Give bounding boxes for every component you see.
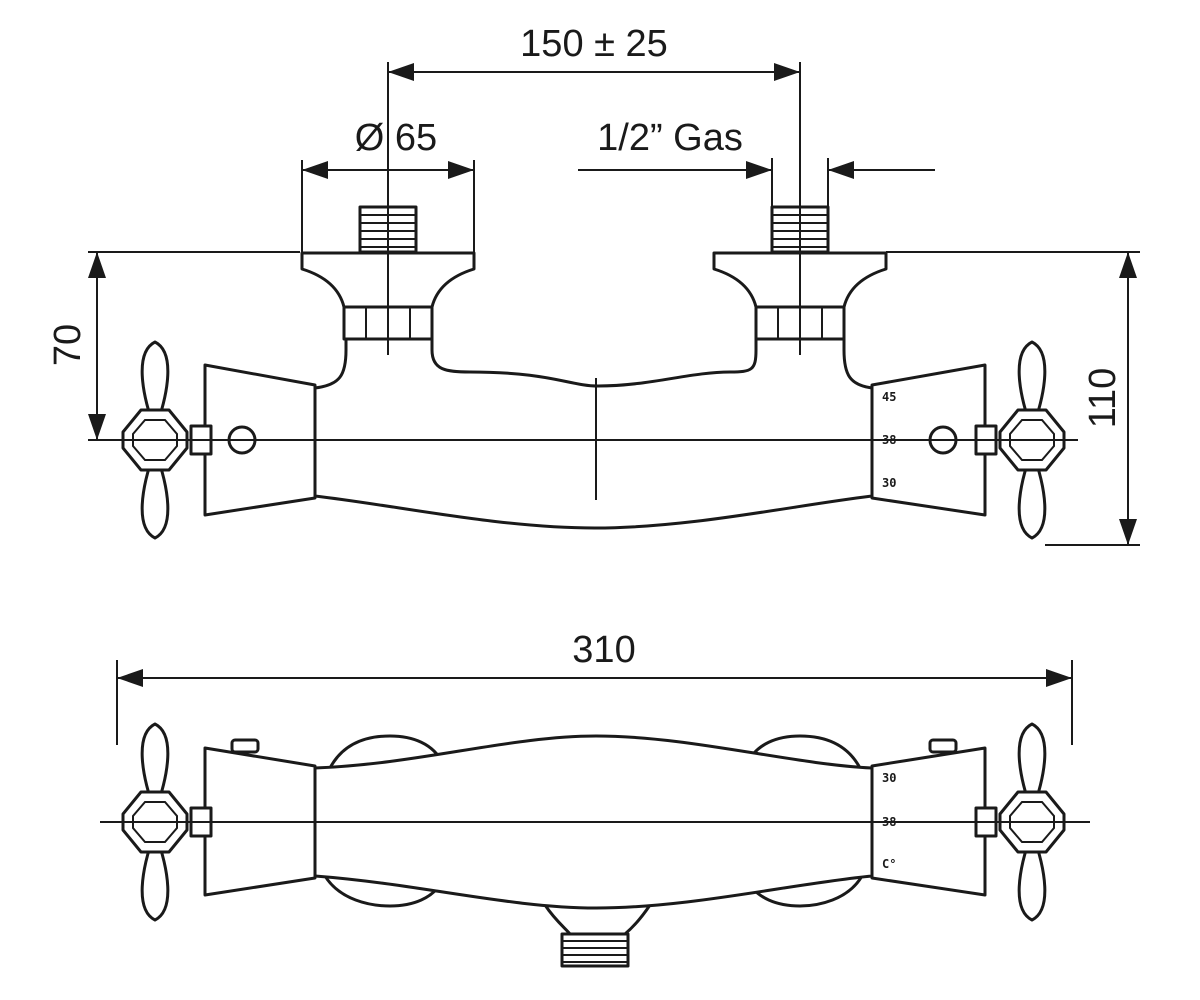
dimension-flange-diameter: Ø 65 — [301, 117, 475, 252]
inlet-spacing-label: 150 ± 25 — [520, 23, 668, 65]
scale-mark-45: 45 — [882, 390, 896, 404]
top-outlet — [543, 903, 652, 968]
front-mixer-body — [313, 337, 874, 530]
flange-diameter-label: Ø 65 — [355, 117, 437, 159]
top-cap-left — [203, 738, 317, 897]
front-center-lines — [88, 62, 1078, 500]
top-scale-mark-30: 30 — [882, 771, 896, 785]
scale-mark-30: 30 — [882, 476, 896, 490]
top-view: 30 38 C° — [100, 722, 1090, 968]
height-label: 110 — [1082, 368, 1124, 429]
dimension-thread: 1/2” Gas — [578, 117, 935, 250]
wall-to-axis-label: 70 — [47, 324, 89, 366]
thread-label: 1/2” Gas — [597, 117, 743, 159]
dimension-inlet-spacing: 150 ± 25 — [388, 23, 800, 81]
top-scale-mark-unit: C° — [882, 857, 896, 871]
dimension-height: 110 — [886, 251, 1140, 546]
dimension-wall-to-axis: 70 — [47, 251, 300, 440]
dimension-length: 310 — [116, 629, 1073, 745]
length-label: 310 — [572, 629, 635, 671]
front-view: 45 38 30 — [88, 62, 1078, 540]
